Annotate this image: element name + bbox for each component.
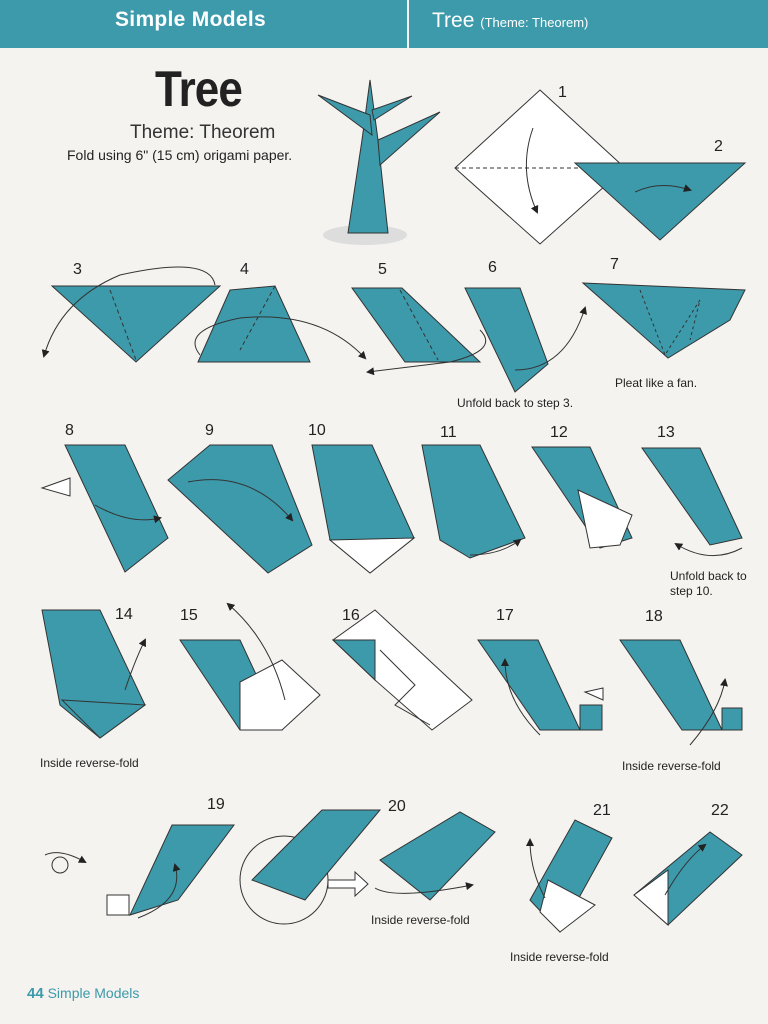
theme-subtitle: Theme: Theorem <box>130 122 276 143</box>
step-number: 12 <box>550 424 568 441</box>
page-title: Tree <box>155 61 243 117</box>
caption-step-21: Inside reverse-fold <box>510 950 609 964</box>
step-21-diagram <box>526 819 613 933</box>
step-number: 14 <box>115 606 133 623</box>
step-20-diagram <box>239 809 496 925</box>
step-number: 8 <box>65 422 74 439</box>
page-number: 44 <box>27 985 44 1002</box>
step-7-diagram <box>581 282 746 359</box>
step-number: 15 <box>180 607 198 624</box>
caption-step-18: Inside reverse-fold <box>622 759 721 773</box>
page-header: Simple Models Tree (Theme: Theorem) <box>0 0 768 48</box>
step-15-diagram <box>179 602 321 731</box>
step-5-diagram <box>351 287 487 376</box>
page-footer: 44 Simple Models <box>27 985 139 1002</box>
caption-step-20: Inside reverse-fold <box>371 913 470 927</box>
step-number: 3 <box>73 261 82 278</box>
caption-step-13: Unfold back to step 10. <box>670 569 747 598</box>
step-13-diagram <box>641 447 743 557</box>
step-number: 4 <box>240 261 249 278</box>
step-number: 10 <box>308 422 326 439</box>
step-number: 16 <box>342 607 360 624</box>
step-number: 6 <box>488 259 497 276</box>
tree-model-illustration <box>317 79 441 245</box>
header-section: Simple Models <box>115 8 266 31</box>
step-number: 2 <box>714 138 723 155</box>
step-number: 1 <box>558 84 567 101</box>
step-number: 11 <box>440 424 457 441</box>
step-12-diagram <box>531 446 633 549</box>
step-number: 21 <box>593 802 611 819</box>
step-number: 7 <box>610 256 619 273</box>
step-number: 19 <box>207 796 225 813</box>
header-theme-note: (Theme: Theorem) <box>480 15 589 30</box>
step-number: 18 <box>645 608 663 625</box>
step-17-diagram <box>477 639 604 736</box>
step-10-diagram <box>311 444 416 574</box>
step-number: 5 <box>378 261 387 278</box>
header-model-name: Tree <box>432 9 475 32</box>
caption-step-6: Unfold back to step 3. <box>457 396 574 410</box>
step-22-diagram <box>633 831 743 927</box>
caption-step-7: Pleat like a fan. <box>615 376 698 390</box>
step-2-diagram <box>573 162 747 241</box>
step-number: 22 <box>711 802 729 819</box>
step-4-diagram <box>194 285 367 363</box>
step-number: 13 <box>657 424 675 441</box>
step-6-diagram <box>464 287 587 393</box>
step-14-diagram <box>41 609 147 739</box>
caption-step-14: Inside reverse-fold <box>40 756 139 770</box>
step-number: 17 <box>496 607 514 624</box>
step-number: 9 <box>205 422 214 439</box>
header-divider <box>407 0 409 48</box>
header-model: Tree (Theme: Theorem) <box>432 9 588 33</box>
paper-note: Fold using 6" (15 cm) origami paper. <box>67 147 293 163</box>
footer-label: Simple Models <box>47 985 140 1001</box>
step-19-diagram <box>44 824 235 919</box>
step-8-diagram <box>40 444 169 573</box>
step-3-diagram <box>41 266 222 363</box>
step-9-diagram <box>167 444 313 574</box>
step-18-diagram <box>619 639 743 746</box>
step-number: 20 <box>388 798 406 815</box>
step-16-diagram <box>331 609 473 731</box>
step-11-diagram <box>421 444 526 559</box>
